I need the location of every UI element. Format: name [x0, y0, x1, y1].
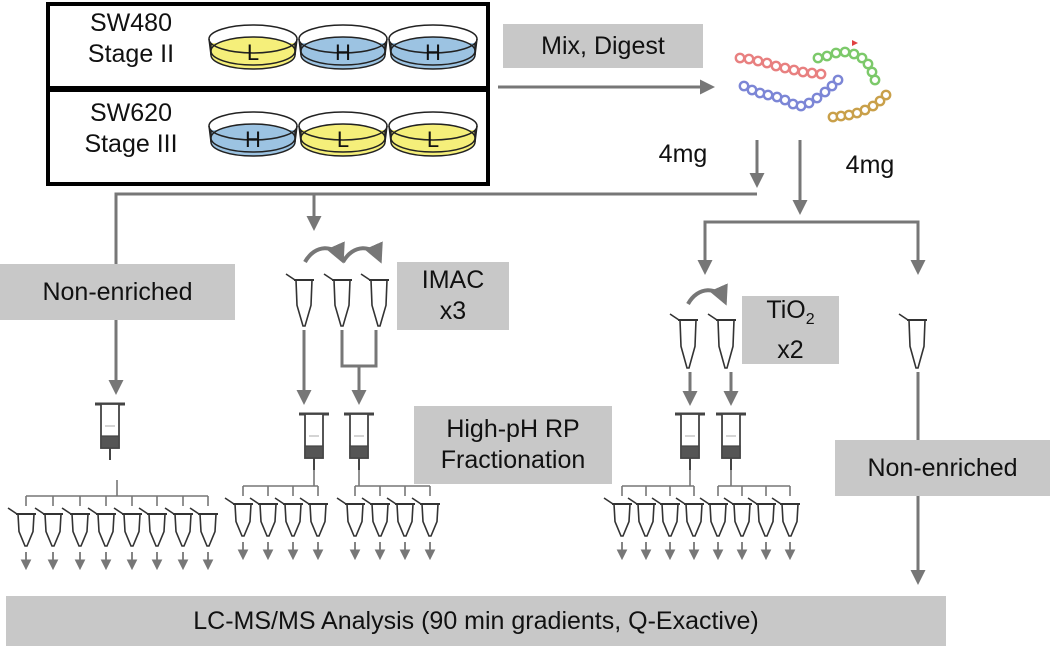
fractions-imac-1 [237, 470, 324, 561]
culture-dish-l: L [208, 24, 298, 70]
spin-column-tio2-2-icon [716, 412, 746, 470]
peptide-gold [827, 89, 892, 123]
fractionation-box: High-pH RP Fractionation [414, 406, 612, 484]
branch-right [703, 220, 920, 272]
analysis-box: LC-MS/MS Analysis (90 min gradients, Q-E… [6, 596, 946, 646]
imac-merge [340, 330, 378, 368]
fractions-tio2-1 [616, 470, 700, 561]
dish-label: L [337, 127, 349, 152]
non-enriched-left-box: Non-enriched [0, 264, 235, 320]
fraction-tube-icon [771, 497, 800, 537]
fraction-tube-icon [7, 507, 36, 547]
sw480-label: SW480 Stage II [66, 8, 196, 70]
fraction-tube-icon [299, 497, 328, 537]
fraction-tube-icon [87, 507, 116, 547]
fraction-tube-icon [274, 497, 303, 537]
amount-left-label: 4mg [658, 140, 708, 168]
dish-label: H [335, 40, 351, 65]
dish-label: H [425, 40, 441, 65]
non-enriched-right-box: Non-enriched [835, 440, 1050, 496]
peptide-green [812, 46, 881, 86]
fractions-tio2-2 [712, 470, 796, 561]
fraction-tube-icon [336, 497, 365, 537]
fraction-tube-icon [411, 497, 440, 537]
dish-label: L [427, 127, 439, 152]
tio2-label: TiO2 [766, 295, 814, 335]
tio2-tube-icon [707, 313, 736, 369]
amount-right-label: 4mg [845, 151, 895, 179]
imac-tube-icon [285, 273, 314, 327]
tio2-box: TiO2 x2 [742, 296, 839, 364]
fraction-tube-icon [113, 507, 142, 547]
imac-tube-icon [360, 273, 389, 327]
imac-tube-icon [323, 273, 352, 327]
non-enriched-tube-icon [898, 313, 927, 369]
culture-dish-h: H [388, 24, 478, 70]
fraction-tube-icon [747, 497, 776, 537]
fraction-tube-icon [164, 507, 193, 547]
imac-box: IMAC x3 [397, 262, 509, 330]
phospho-flag [852, 40, 858, 46]
sw620-stage: Stage III [84, 130, 178, 158]
culture-dish-l: L [298, 111, 388, 157]
dish-label: H [245, 127, 261, 152]
fraction-tube-icon [699, 497, 728, 537]
culture-dish-h: H [208, 111, 298, 157]
fraction-tube-icon [249, 497, 278, 537]
culture-dish-h: H [298, 24, 388, 70]
fraction-tube-icon [34, 507, 63, 547]
imac-repeat: x3 [439, 297, 467, 325]
culture-dish-l: L [388, 111, 478, 157]
spin-column-non-enriched-icon [95, 402, 125, 460]
tio2-subscript: 2 [805, 310, 815, 328]
fractionation-line2: Fractionation [440, 446, 586, 474]
tio2-repeat: x2 [777, 335, 804, 364]
sw620-name: SW620 [90, 99, 172, 127]
fraction-tube-icon [138, 507, 167, 547]
imac-label: IMAC [421, 266, 485, 294]
tio2-base: TiO [766, 295, 806, 324]
fraction-tube-icon [603, 497, 632, 537]
non-enriched-right-label: Non-enriched [867, 453, 1018, 482]
fraction-tube-icon [386, 497, 415, 537]
fractionation-line1: High-pH RP [446, 415, 580, 443]
tio2-tube-icon [669, 313, 698, 369]
peptide-blue [738, 74, 844, 112]
mix-digest-box: Mix, Digest [503, 24, 703, 68]
imac-transfer-arrows [303, 241, 383, 264]
fraction-tube-icon [61, 507, 90, 547]
spin-column-imac-2-icon [344, 412, 374, 470]
fraction-tube-icon [189, 507, 218, 547]
mix-digest-label: Mix, Digest [541, 31, 665, 60]
fractions-imac-2 [349, 470, 436, 561]
spin-column-imac-1-icon [299, 412, 329, 470]
analysis-label: LC-MS/MS Analysis (90 min gradients, Q-E… [193, 606, 759, 635]
fraction-tube-icon [224, 497, 253, 537]
fraction-tube-icon [361, 497, 390, 537]
sw480-name: SW480 [90, 9, 172, 37]
fraction-tube-icon [627, 497, 656, 537]
sw480-stage: Stage II [87, 40, 175, 68]
fraction-tube-icon [651, 497, 680, 537]
dish-label: L [247, 40, 259, 65]
fraction-tube-icon [723, 497, 752, 537]
spin-column-tio2-1-icon [675, 412, 705, 470]
fractions-non-enriched [20, 480, 214, 571]
fraction-tube-icon [675, 497, 704, 537]
tio2-transfer-arrows [686, 283, 728, 306]
sw620-label: SW620 Stage III [66, 98, 196, 160]
non-enriched-left-label: Non-enriched [42, 277, 193, 306]
peptide-red [734, 52, 827, 80]
